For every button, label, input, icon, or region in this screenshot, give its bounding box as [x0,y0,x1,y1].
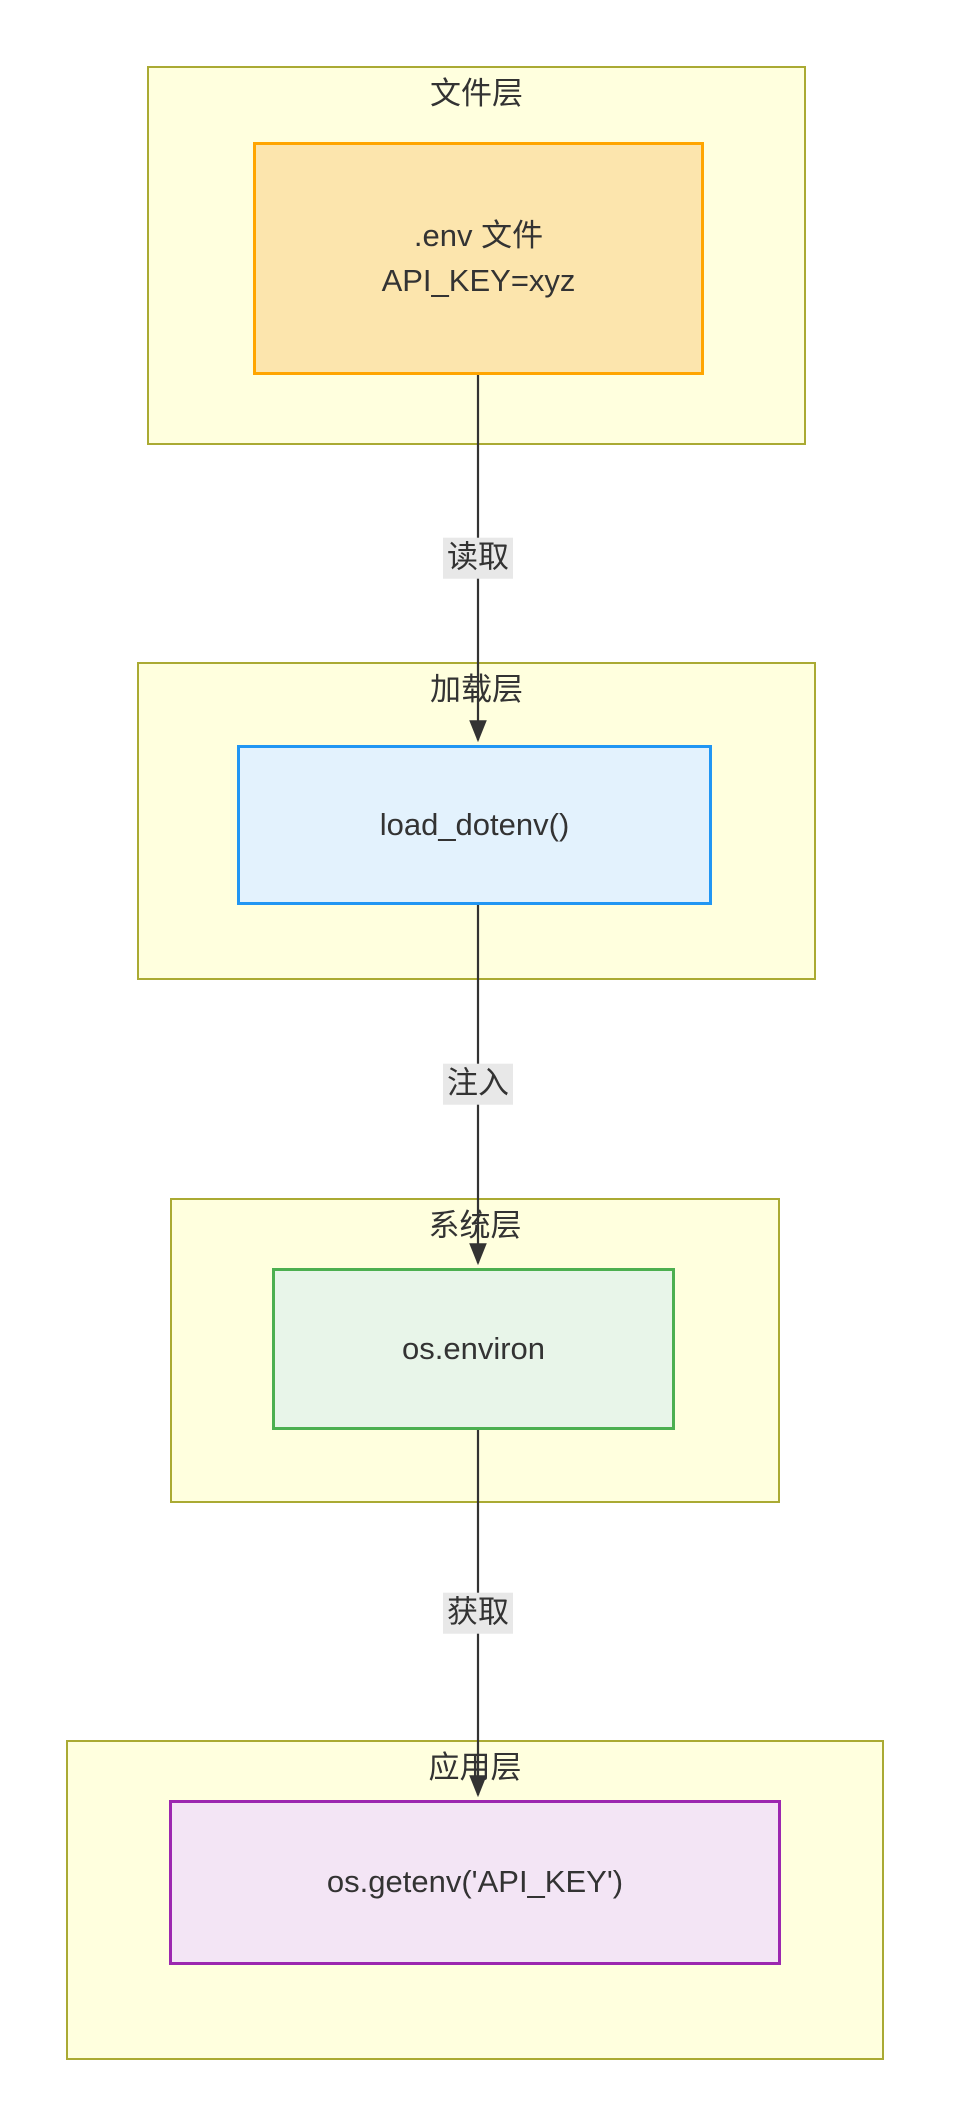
node-env-file-line-1: .env 文件 [413,218,544,254]
edge-label-inject: 注入 [443,1063,513,1105]
node-os-environ-line-1: os.environ [401,1330,546,1366]
layer-title-system: 系统层 [428,1208,522,1243]
edge-label-read: 读取 [443,537,513,579]
node-env-file-line-2: API_KEY=xyz [381,262,576,298]
node-load-dotenv[interactable]: load_dotenv() [237,745,712,905]
node-os-getenv[interactable]: os.getenv('API_KEY') [169,1800,781,1965]
layer-title-loader: 加载层 [430,672,523,707]
node-env-file[interactable]: .env 文件 API_KEY=xyz [253,142,704,375]
node-os-environ[interactable]: os.environ [272,1268,675,1430]
node-load-dotenv-line-1: load_dotenv() [379,806,570,842]
layer-title-file: 文件层 [430,76,523,111]
layer-title-app: 应用层 [428,1750,522,1785]
node-os-getenv-line-1: os.getenv('API_KEY') [326,1864,624,1900]
edge-label-fetch: 获取 [443,1592,513,1634]
